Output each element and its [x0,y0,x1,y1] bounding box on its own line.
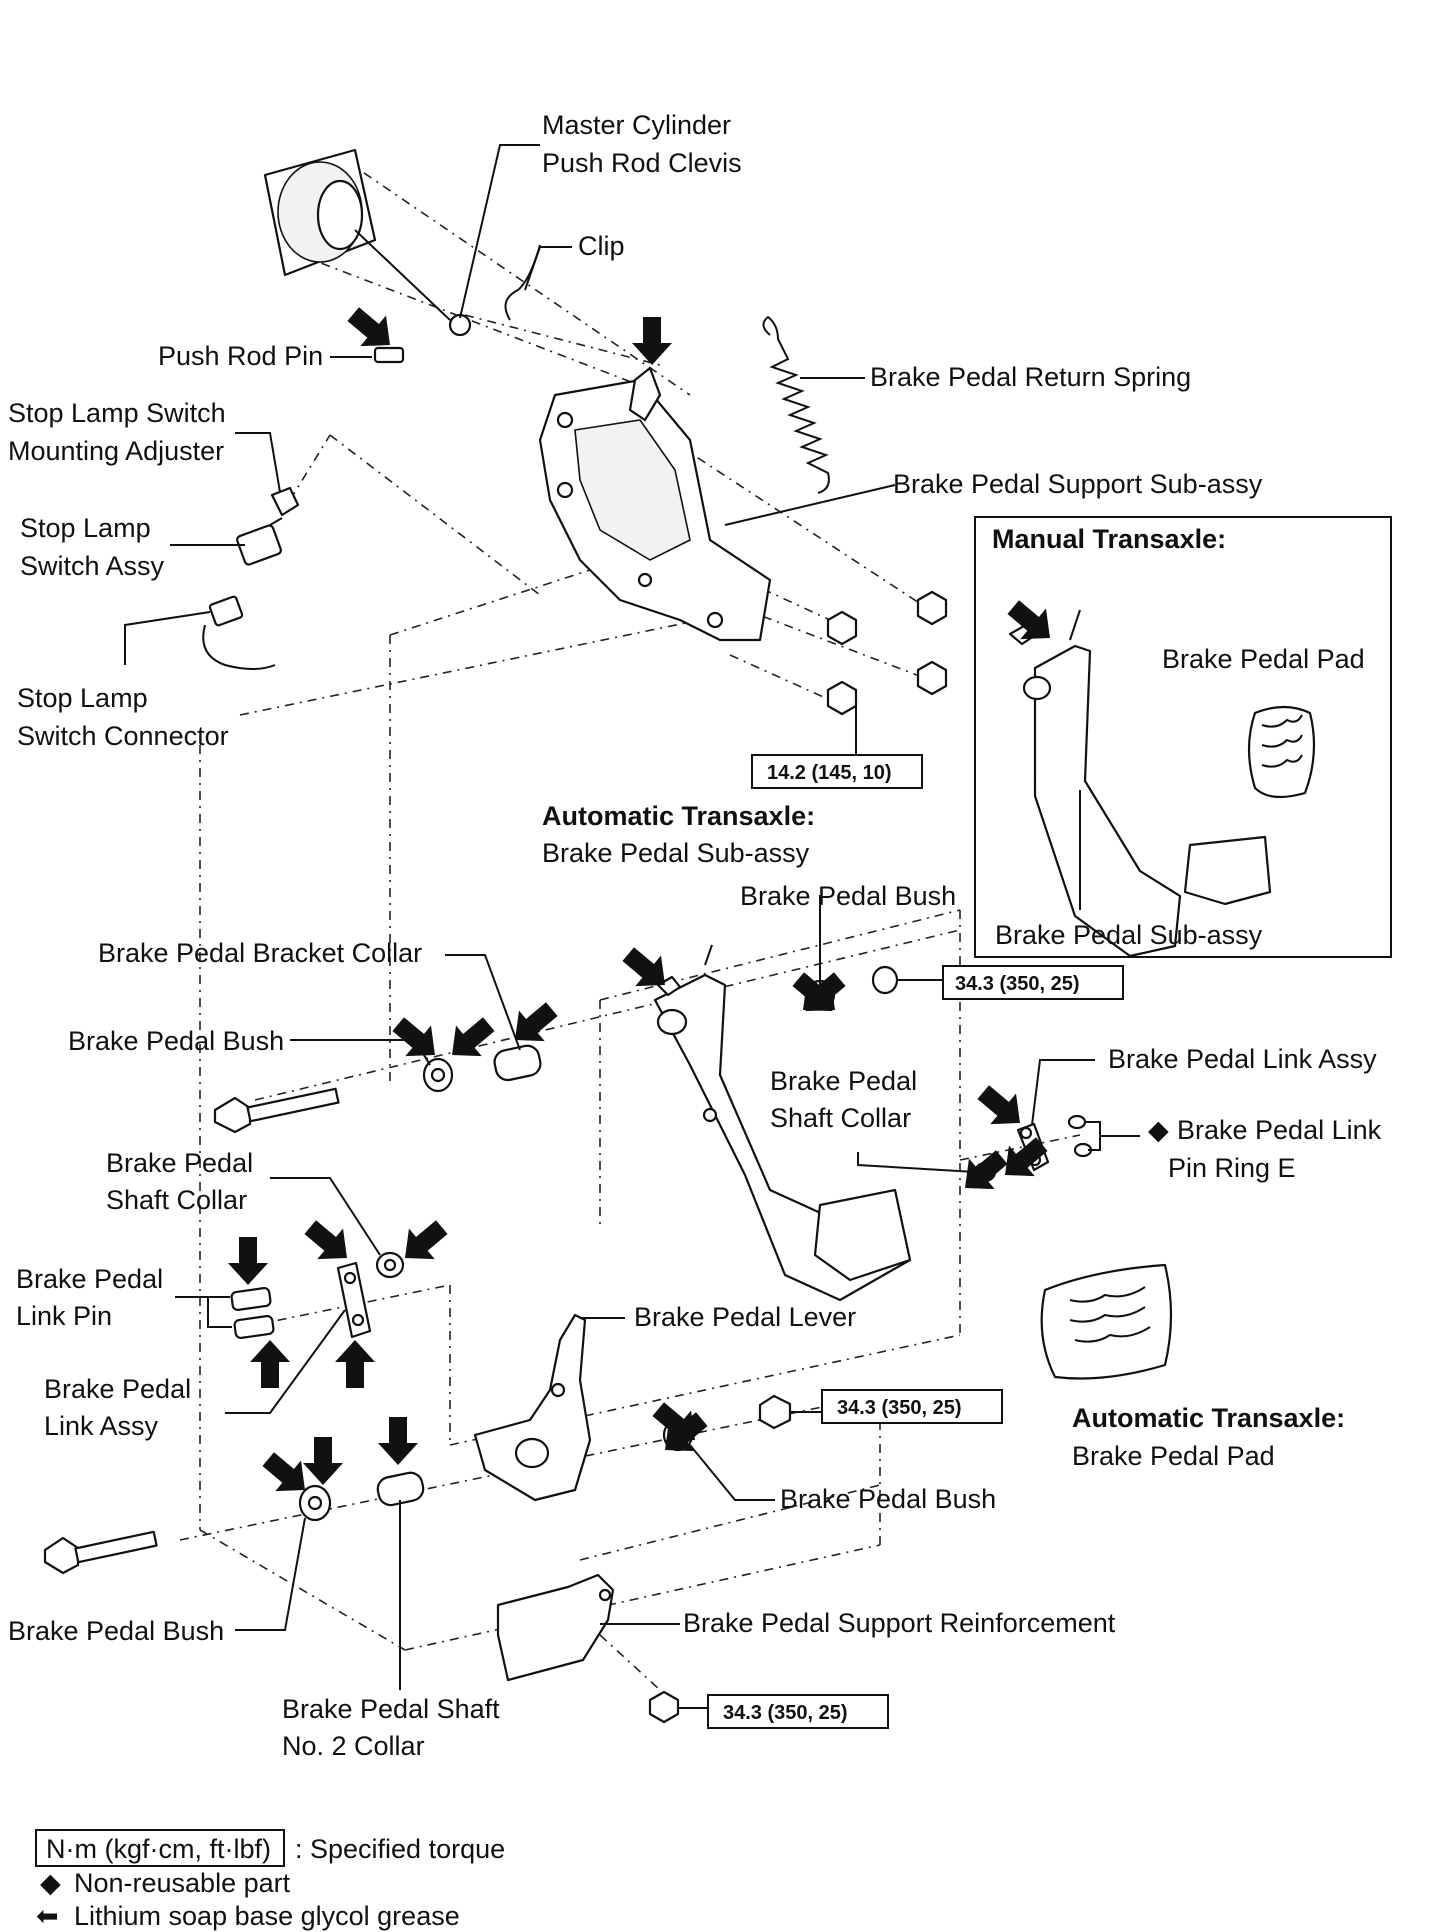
label-shaft-collar-right-1: Brake Pedal [770,1066,917,1096]
label-push-rod-pin: Push Rod Pin [158,341,323,371]
label-bracket-collar: Brake Pedal Bracket Collar [98,938,422,968]
push-rod-pin [373,346,405,364]
manual-transaxle-inset [974,516,1392,958]
label-stop-lamp-adjuster-1: Stop Lamp Switch [8,398,226,428]
legend-torque-box [35,1829,285,1867]
stop-lamp-switch-parts [202,486,300,670]
label-shaft-collar-left-2: Shaft Collar [106,1185,247,1215]
label-shaft-no2-collar-1: Brake Pedal Shaft [282,1694,500,1724]
label-bush-lower-left: Brake Pedal Bush [8,1616,224,1646]
label-stop-lamp-adjuster-2: Mounting Adjuster [8,436,224,466]
label-link-pin-2: Link Pin [16,1301,112,1331]
legend-grease: Lithium soap base glycol grease [74,1901,460,1931]
label-stop-lamp-switch-2: Switch Assy [20,551,165,581]
label-pedal-lever: Brake Pedal Lever [634,1302,856,1332]
label-auto-transaxle-title: Automatic Transaxle: [542,801,815,831]
label-clip: Clip [578,231,625,261]
clip [504,244,541,321]
assembly-dash-lines [179,159,1081,1691]
diamond-icon: ◆ [1148,1115,1169,1145]
label-shaft-no2-collar-2: No. 2 Collar [282,1731,425,1761]
label-master-cylinder-1: Master Cylinder [542,110,731,140]
legend-torque-units: N·m (kgf·cm, ft·lbf) [46,1834,271,1864]
torque-support-nut: 14.2 (145, 10) [767,762,892,784]
automatic-pedal-sub-assy [653,944,912,1302]
label-bush-upper-right: Brake Pedal Bush [740,881,956,911]
label-stop-lamp-connector-1: Stop Lamp [17,683,148,713]
label-manual-pedal-pad: Brake Pedal Pad [1162,644,1365,674]
label-link-pin-ring-2: Pin Ring E [1168,1153,1296,1183]
label-link-assy-left-2: Link Assy [44,1411,159,1441]
label-auto-pad-title: Automatic Transaxle: [1072,1403,1345,1433]
lower-link-parts [230,1251,405,1340]
label-return-spring: Brake Pedal Return Spring [870,362,1191,392]
label-auto-pad: Brake Pedal Pad [1072,1441,1275,1471]
legend-diamond-icon: ◆ [40,1868,61,1898]
legend: N·m (kgf·cm, ft·lbf) : Specified torque … [35,1829,505,1931]
label-stop-lamp-switch-1: Stop Lamp [20,513,151,543]
torque-reinforcement-bolt: 34.3 (350, 25) [723,1702,848,1724]
brake-pedal-support [538,366,772,642]
brake-pedal-lever [473,1313,592,1502]
support-nuts [826,590,948,716]
label-support-sub-assy: Brake Pedal Support Sub-assy [893,469,1263,499]
label-link-assy-right: Brake Pedal Link Assy [1108,1044,1377,1074]
label-link-assy-left-1: Brake Pedal [44,1374,191,1404]
legend-torque-desc: : Specified torque [295,1834,505,1864]
automatic-pedal-pad [1040,1263,1173,1380]
label-link-pin-1: Brake Pedal [16,1264,163,1294]
support-reinforcement [496,1573,680,1724]
label-support-reinforcement: Brake Pedal Support Reinforcement [683,1608,1116,1638]
torque-lower-shaft-nut: 34.3 (350, 25) [837,1397,962,1419]
label-bush-upper-left: Brake Pedal Bush [68,1026,284,1056]
label-link-pin-ring-1: Brake Pedal Link [1177,1115,1382,1145]
torque-boxes: 14.2 (145, 10) 34.3 (350, 25) 34.3 (350,… [678,700,1124,1729]
label-bush-lower-right: Brake Pedal Bush [780,1484,996,1514]
part-labels: Master Cylinder Push Rod Clevis Clip Pus… [8,110,1382,1761]
leader-lines [124,144,1140,1690]
label-master-cylinder-2: Push Rod Clevis [542,148,742,178]
shaft-bolts [43,1087,340,1575]
label-shaft-collar-left-1: Brake Pedal [106,1148,253,1178]
return-spring [762,315,830,494]
torque-upper-shaft-nut: 34.3 (350, 25) [955,973,1080,995]
label-stop-lamp-connector-2: Switch Connector [17,721,229,751]
label-manual-pedal-sub-assy: Brake Pedal Sub-assy [995,920,1263,950]
grease-arrow-icon: ⬅ [36,1901,59,1931]
legend-non-reusable: Non-reusable part [74,1868,291,1898]
label-manual-transaxle-title: Manual Transaxle: [992,524,1226,554]
label-shaft-collar-right-2: Shaft Collar [770,1103,911,1133]
label-auto-pedal-sub-assy: Brake Pedal Sub-assy [542,838,810,868]
master-cylinder [263,148,472,337]
